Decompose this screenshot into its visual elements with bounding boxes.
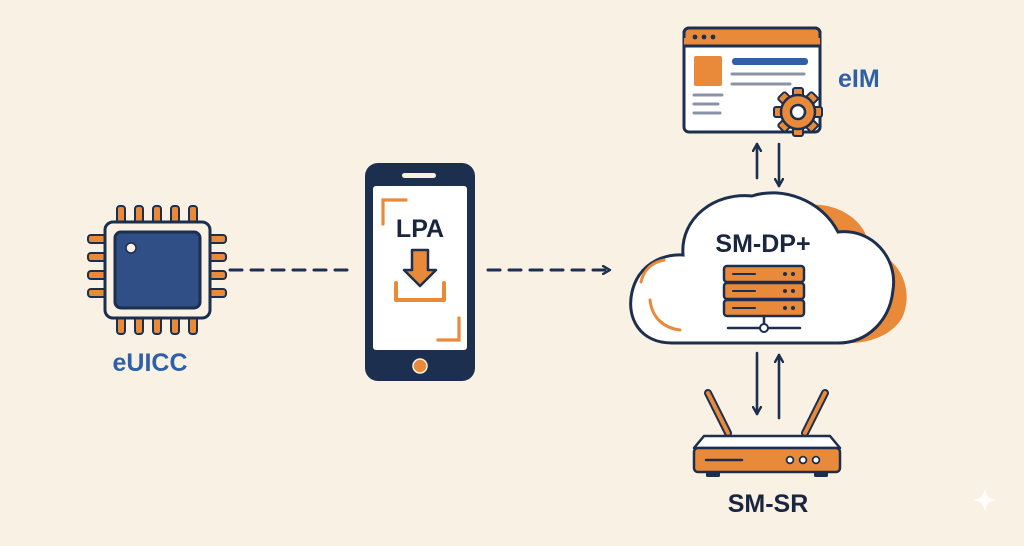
gear-icon: [773, 87, 823, 137]
sparkle-icon: [973, 488, 997, 512]
euicc-node: eUICC: [87, 205, 227, 377]
smdp-node: SM-DP+: [629, 191, 907, 345]
smsr-label: SM-SR: [728, 490, 809, 518]
router-icon: [692, 389, 842, 477]
connector-smdp-smsr: [757, 351, 779, 420]
smsr-node: SM-SR: [692, 389, 842, 518]
smdp-label: SM-DP+: [715, 230, 810, 258]
euicc-label: eUICC: [112, 349, 187, 377]
lpa-node: LPA: [365, 163, 475, 381]
connector-smdp-eim: [757, 142, 779, 188]
eim-label: eIM: [838, 65, 880, 93]
chip-icon: [87, 205, 227, 335]
lpa-label: LPA: [396, 215, 444, 243]
server-icon: [722, 264, 806, 333]
eim-node: eIM: [682, 26, 880, 137]
download-icon: [394, 248, 446, 302]
